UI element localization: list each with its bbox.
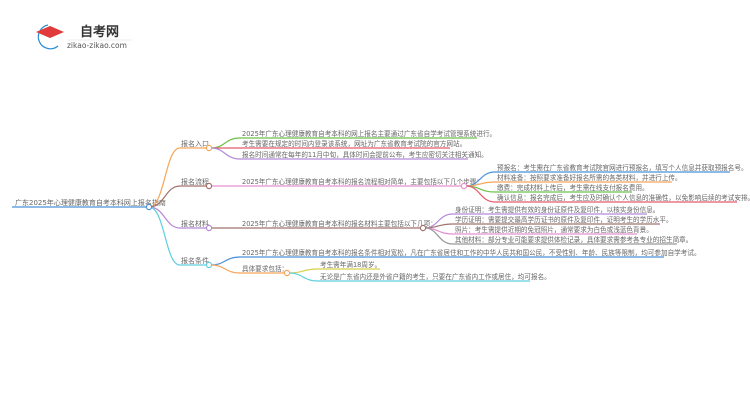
graduation-cap-icon	[36, 26, 64, 38]
branch-node[interactable]	[205, 261, 213, 269]
branch-entry[interactable]: 报名入口	[181, 139, 209, 148]
material-item: 身份证明：考生需提供有效的身份证原件及复印件，以核实身份信息。	[455, 205, 659, 214]
process-step: 确认信息：报名完成后，考生应及时确认个人信息的准确性，以免影响后续的考试安排。	[497, 193, 750, 202]
logo-url: zikao-zikao.com	[67, 41, 127, 50]
root-node[interactable]	[145, 203, 153, 211]
branch-node[interactable]	[205, 224, 213, 232]
entry-item: 报名时间通常在每年的11月中旬，具体时间会提前公布，考生应密切关注相关通知。	[242, 150, 488, 159]
materials-node[interactable]	[419, 224, 427, 232]
requirement-item: 考生需年满18周岁。	[320, 260, 381, 269]
process-summary: 2025年广东心理健康教育自考本科的报名流程相对简单，主要包括以下几个步骤：	[242, 177, 483, 186]
requirement-item: 无论是广东省内还是外省户籍的考生，只要在广东省内工作或居住，均可报名。	[320, 272, 551, 281]
branch-materials[interactable]: 报名材料	[181, 219, 209, 228]
logo-ring-icon	[37, 24, 59, 50]
branch-conditions[interactable]: 报名条件	[181, 256, 209, 265]
material-item: 其他材料：部分专业可能要求提供体检记录，具体要求需参考各专业的招生简章。	[455, 235, 692, 244]
process-step: 预报名：考生需在广东省教育考试院官网进行预报名，填写个人信息并获取预报名号。	[497, 163, 748, 172]
entry-item: 2025年广东心理健康教育自考本科的网上报名主要通过广东省自学考试管理系统进行。	[242, 129, 496, 138]
branch-node[interactable]	[205, 182, 213, 190]
materials-summary: 2025年广东心理健康教育自考本科的报名材料主要包括以下几项：	[242, 219, 437, 228]
logo-title: 自考网	[80, 24, 119, 40]
root-topic[interactable]: 广东2025年心理健康教育自考本科网上报名指南	[15, 198, 166, 207]
branch-process[interactable]: 报名流程	[181, 177, 209, 186]
process-step: 缴费：完成材料上传后，考生需在线支付报名费用。	[497, 183, 649, 192]
requirements-label: 具体要求包括：	[242, 264, 288, 273]
process-step: 材料准备：按照要求准备好报名所需的各类材料，并进行上传。	[497, 173, 682, 182]
requirements-node[interactable]	[283, 269, 291, 277]
branch-node[interactable]	[205, 144, 213, 152]
material-item: 学历证明：需要提交最高学历证书的原件及复印件，证明考生的学历水平。	[455, 215, 673, 224]
logo: 自考网 zikao-zikao.com	[36, 24, 132, 50]
conditions-item: 2025年广东心理健康教育自考本科的报名条件相对宽松，凡在广东省居住和工作的中华…	[242, 248, 701, 257]
entry-item: 考生需要在规定的时间内登录该系统，网址为广东省教育考试院的官方网站。	[242, 139, 466, 148]
material-item: 照片：考生需提供近期的免冠照片，通常要求为白色或浅蓝色背景。	[455, 225, 653, 234]
process-node[interactable]	[460, 182, 468, 190]
